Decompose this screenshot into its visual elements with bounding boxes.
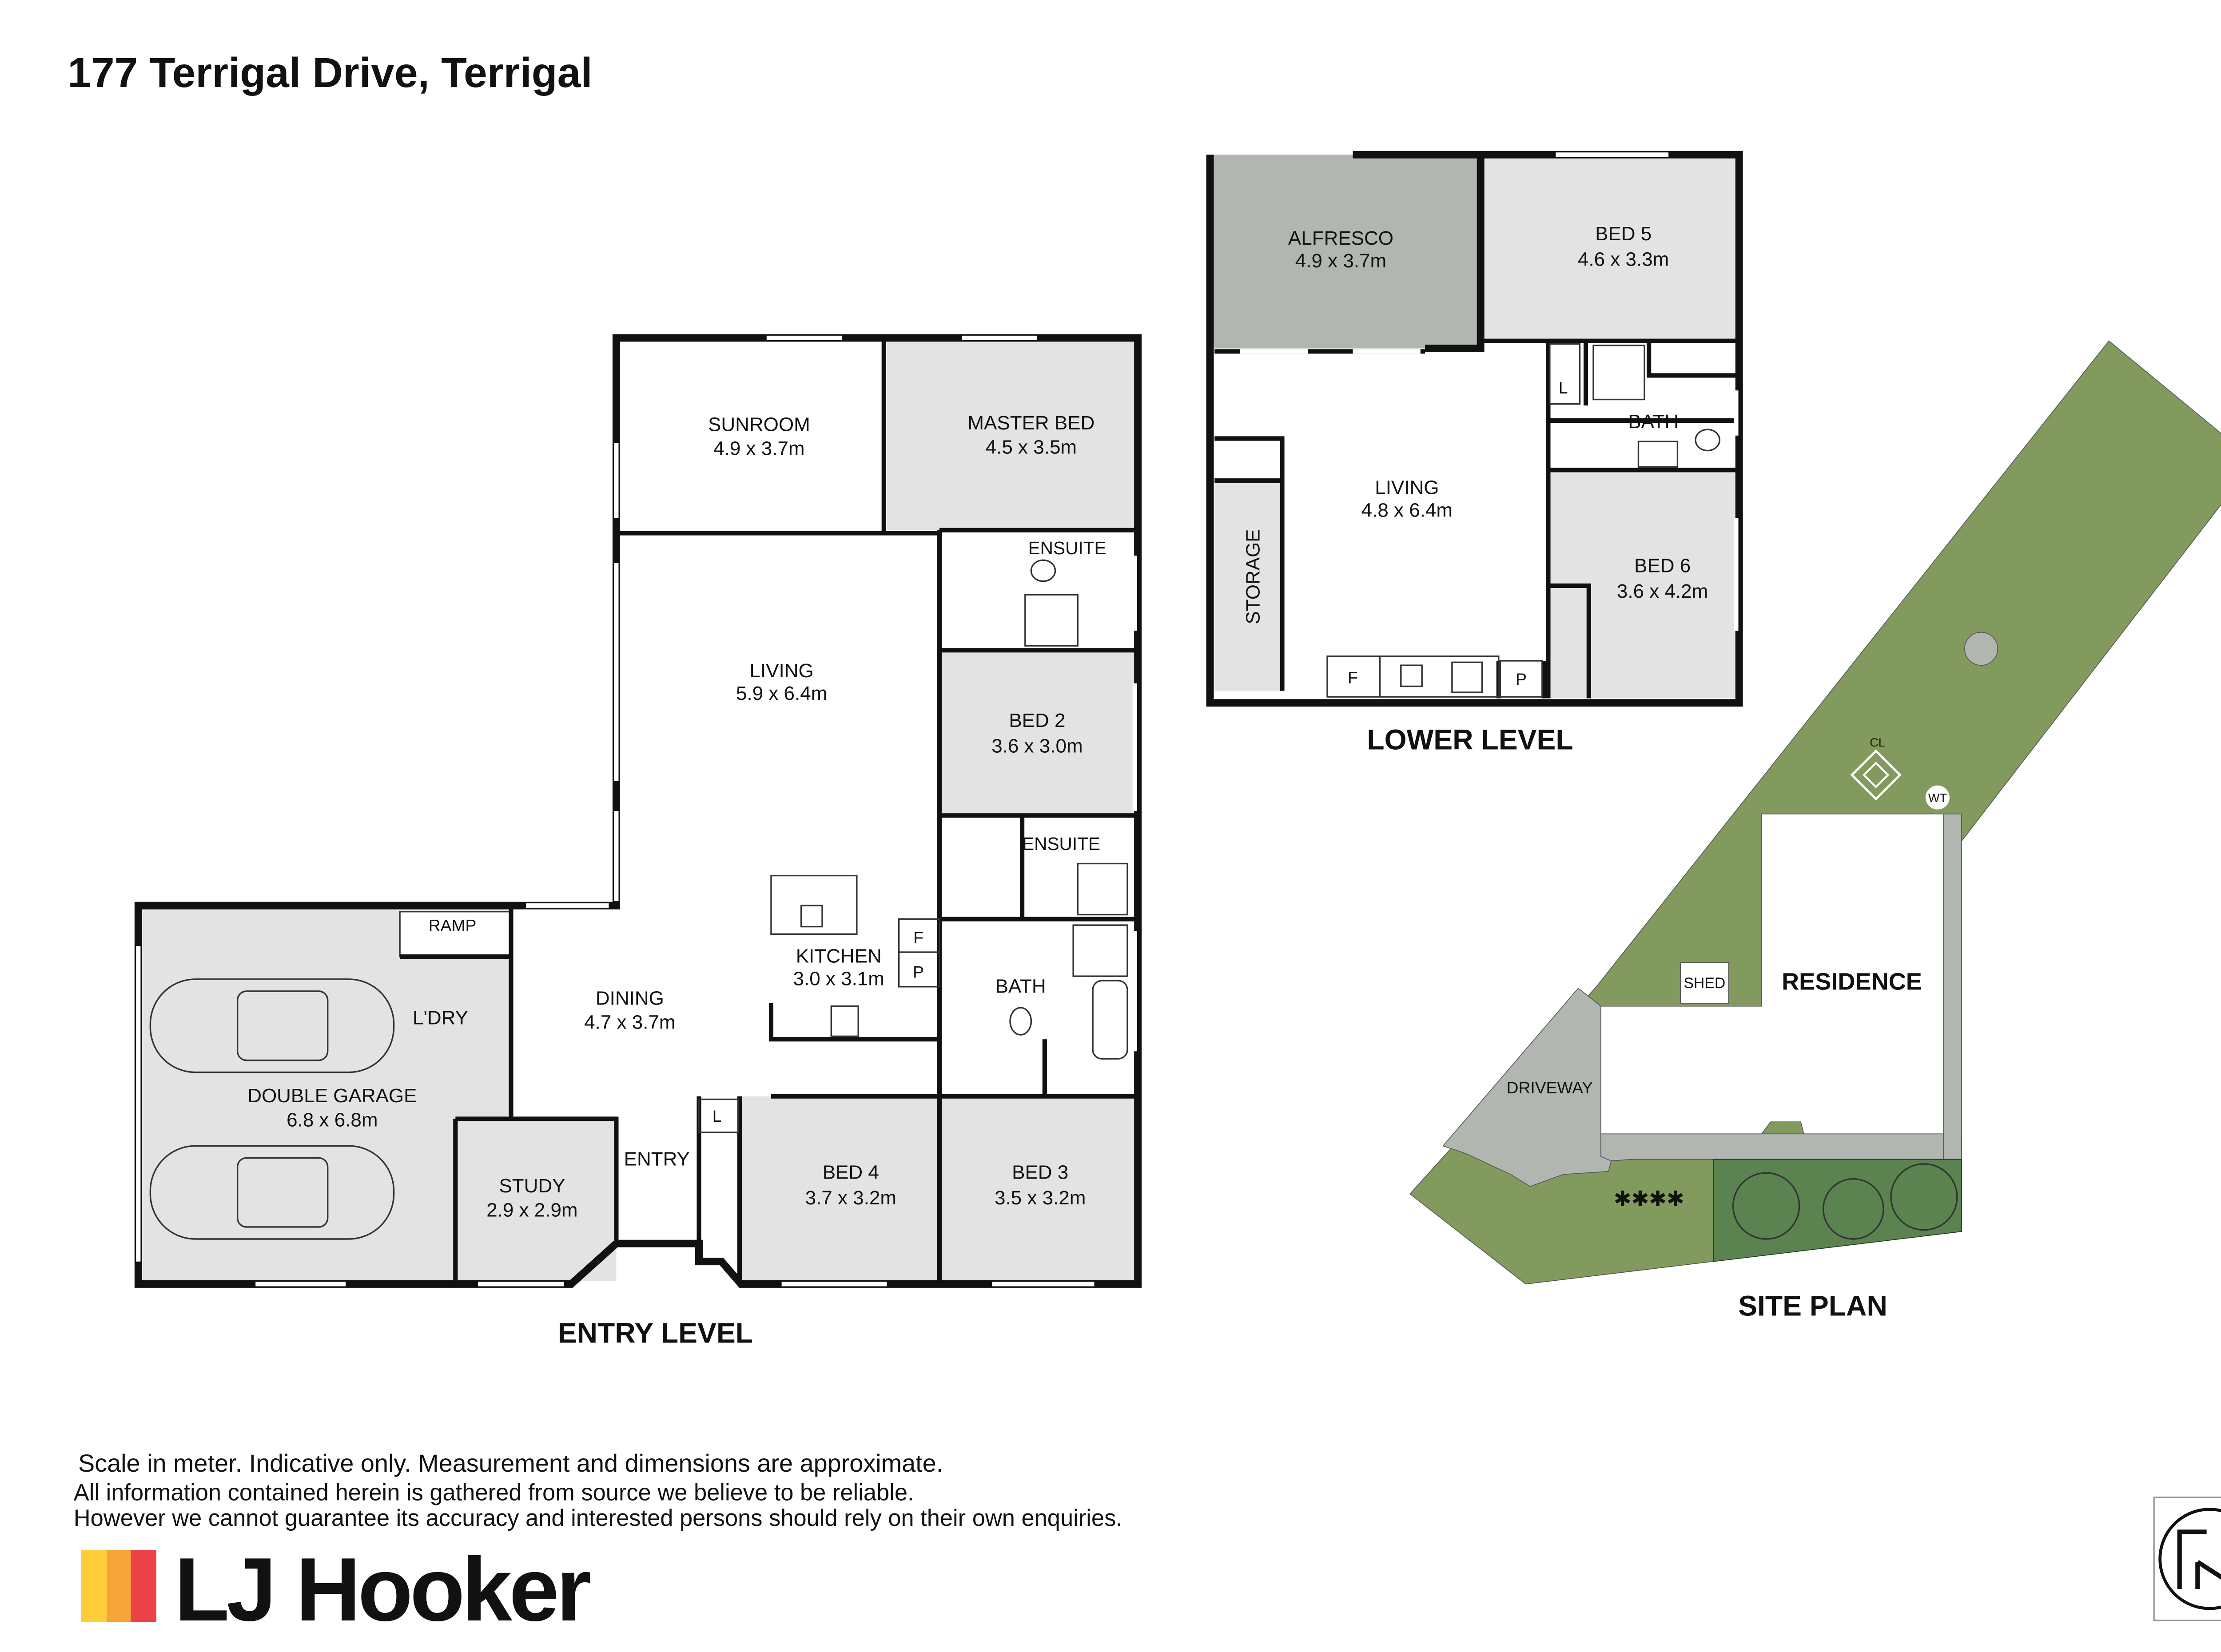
plants-icon: ✱✱✱✱ [1614, 1187, 1684, 1211]
room-dims: 6.8 x 6.8m [287, 1109, 378, 1131]
cooktop-icon [1451, 661, 1483, 693]
side-path [1600, 1133, 1962, 1162]
sink-icon [1400, 664, 1423, 687]
room-bed-4 [739, 1096, 939, 1281]
clothesline-label: CL [1870, 736, 1885, 749]
level-label: SITE PLAN [1738, 1290, 1887, 1322]
logo-text: LJ Hooker [175, 1539, 590, 1640]
shower-icon [1024, 594, 1079, 647]
septic-icon [1964, 631, 1998, 666]
room-double-garage [141, 909, 511, 1281]
room-dims: 5.9 x 6.4m [736, 683, 827, 704]
page-title: 177 Terrigal Drive, Terrigal [68, 49, 592, 96]
room-name: ENTRY [624, 1148, 690, 1170]
linen-label: L [1559, 378, 1568, 397]
room-dims: 4.8 x 6.4m [1361, 499, 1453, 521]
driveway-label: DRIVEWAY [1507, 1078, 1593, 1097]
room-dims: 4.7 x 3.7m [584, 1012, 675, 1033]
pantry-label: P [1516, 670, 1527, 688]
room-dims: 3.6 x 4.2m [1617, 580, 1708, 602]
disclaimer-line: However we cannot guarantee its accuracy… [74, 1505, 1122, 1531]
shed-label: SHED [1684, 975, 1725, 992]
lower-outer-wall [1206, 151, 1743, 707]
room-name: ENSUITE [1022, 834, 1100, 854]
room-dims: 3.7 x 3.2m [805, 1187, 896, 1209]
room-bed-5 [1483, 158, 1736, 341]
site-plan: ✱✱✱✱ WT CL SHED RESIDENCE DRIVEWAY SITE … [1409, 340, 2221, 1322]
level-label: ENTRY LEVEL [558, 1317, 753, 1349]
room-name: BED 3 [1012, 1162, 1068, 1183]
shed [1680, 962, 1729, 1004]
room-name: BED 6 [1634, 555, 1691, 576]
room-name: LIVING [750, 660, 814, 682]
tree-icon [1823, 1178, 1884, 1240]
interior-walls [400, 338, 1135, 1284]
room-dims: 4.6 x 3.3m [1578, 249, 1669, 270]
toilet-icon [1030, 559, 1056, 582]
tree-icon [1732, 1172, 1800, 1240]
disclaimer-line: All information contained herein is gath… [74, 1480, 914, 1505]
shower-icon [1592, 345, 1645, 401]
fridge-label: F [913, 928, 923, 947]
kitchen-island [770, 874, 858, 935]
room-dims: 3.5 x 3.2m [995, 1187, 1086, 1209]
shower-icon [1072, 924, 1128, 977]
ramp [399, 911, 512, 957]
room-dims: 2.9 x 2.9m [486, 1199, 577, 1221]
clothesline-icon [1850, 749, 1902, 801]
room-dims: 3.6 x 3.0m [991, 735, 1083, 757]
room-storage [1214, 481, 1282, 691]
north-compass-icon [2153, 1496, 2221, 1621]
residence-label: RESIDENCE [1782, 969, 1922, 995]
room-name: BED 5 [1595, 223, 1652, 245]
room-name: BATH [995, 975, 1046, 997]
room-name: SUNROOM [708, 414, 810, 436]
room-bed-2 [939, 653, 1135, 816]
room-master-bed [887, 341, 1135, 530]
room-name: DOUBLE GARAGE [247, 1085, 417, 1107]
room-name: ENSUITE [1028, 538, 1107, 558]
room-name: L'DRY [413, 1007, 468, 1029]
room-bed-3 [939, 1096, 1135, 1281]
room-name: BED 4 [823, 1162, 879, 1183]
room-name: BED 2 [1009, 710, 1065, 731]
shower-icon [1077, 862, 1128, 916]
water-tank-label: WT [1928, 791, 1947, 805]
lower-level-plan: F P L ALFRESCO 4.9 x 3.7m BED 5 4.6 x 3.… [1206, 151, 1743, 756]
fridge-label: F [1348, 668, 1358, 687]
room-name: BATH [1628, 411, 1679, 433]
room-dims: 4.9 x 3.7m [713, 438, 804, 460]
room-name: STUDY [499, 1175, 565, 1197]
car-icon [149, 1145, 395, 1240]
room-dims: 4.9 x 3.7m [1295, 250, 1386, 272]
bathtub-icon [1092, 980, 1128, 1060]
room-alfresco [1210, 155, 1478, 349]
ramp-label: RAMP [429, 916, 477, 935]
water-tank-icon [1925, 785, 1950, 810]
sink-icon [1637, 441, 1679, 468]
room-dims: 4.5 x 3.5m [986, 436, 1077, 458]
room-study [455, 1119, 617, 1281]
room-name: ALFRESCO [1288, 227, 1393, 249]
residence-footprint [1600, 814, 1944, 1135]
disclaimer-line: Scale in meter. Indicative only. Measure… [78, 1449, 943, 1477]
level-label: LOWER LEVEL [1367, 724, 1573, 756]
room-name: MASTER BED [967, 412, 1095, 434]
garden-bed [1713, 1159, 1962, 1262]
sink-icon [800, 905, 823, 928]
toilet-icon [1695, 429, 1720, 452]
toilet-icon [1009, 1007, 1032, 1036]
room-name: STORAGE [1242, 529, 1264, 624]
pantry-label: P [913, 963, 924, 981]
room-dims: 3.0 x 3.1m [793, 968, 884, 989]
lj-hooker-logo: LJ Hooker [81, 1539, 593, 1640]
cooktop-icon [830, 1005, 859, 1037]
room-name: LIVING [1375, 477, 1439, 499]
entry-level-plan: F P L RAMP SUNROOM 4.9 x 3.7m MASTER BED… [134, 334, 1142, 1349]
room-name: DINING [596, 987, 664, 1009]
tree-icon [1890, 1163, 1958, 1231]
room-name: KITCHEN [796, 945, 882, 967]
linen-label: L [712, 1107, 722, 1125]
car-icon [149, 978, 395, 1073]
